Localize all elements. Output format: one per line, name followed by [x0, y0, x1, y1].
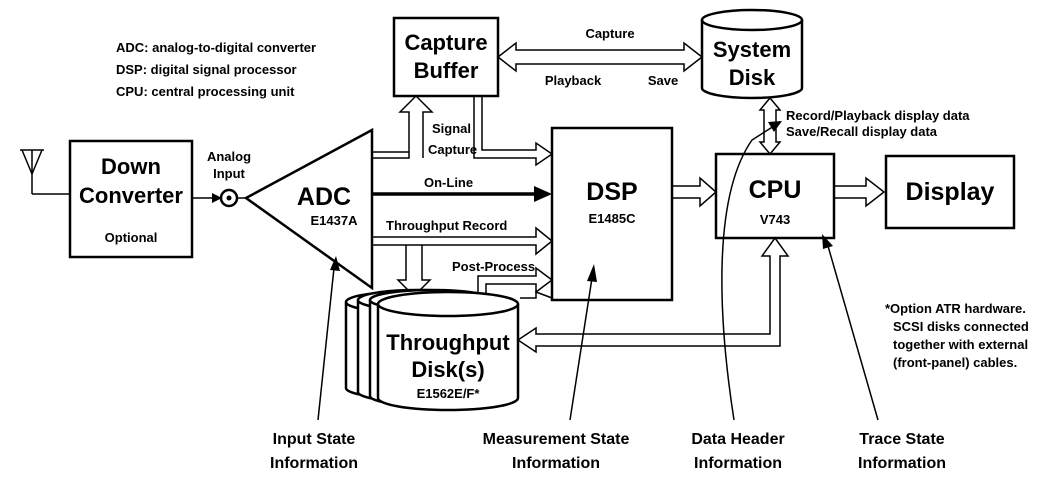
- dsp-title: DSP: [586, 178, 637, 206]
- display-title: Display: [906, 178, 995, 206]
- throughput-disk-label-1: Throughput: [386, 330, 510, 355]
- input-state-label-2: Information: [270, 455, 358, 472]
- signal-capture-label-2: Capture: [428, 142, 477, 157]
- throughput-record-arrow: [372, 226, 554, 256]
- analog-input-label-2: Input: [213, 166, 245, 181]
- capture-save-arrow: [496, 41, 704, 73]
- down-converter-block: Down Converter Optional: [68, 139, 194, 259]
- throughput-record-label: Throughput Record: [386, 218, 507, 233]
- analog-input-label-1: Analog: [207, 149, 251, 164]
- adc-to-disk-arrow: [396, 245, 432, 298]
- system-disk-label-1: System: [713, 37, 791, 62]
- down-converter-label-2: Converter: [79, 183, 183, 208]
- down-converter-label-1: Down: [101, 154, 161, 179]
- cpu-model: V743: [760, 212, 790, 227]
- note-line-2: SCSI disks connected: [893, 319, 1029, 334]
- adc-block: ADC E1437A: [243, 127, 374, 291]
- capture-label: Capture: [585, 26, 634, 41]
- save-recall-label: Save/Recall display data: [786, 124, 938, 139]
- trace-state-label-1: Trace State: [859, 431, 944, 448]
- playback-label: Playback: [545, 73, 602, 88]
- adc-title: ADC: [297, 183, 351, 211]
- throughput-disk-block: Throughput Disk(s) E1562E/F*: [344, 288, 520, 412]
- analog-input-connector: [219, 188, 239, 208]
- data-header-label-1: Data Header: [691, 431, 784, 448]
- state-pointers: [317, 121, 879, 421]
- disk-to-dsp-arrow: [520, 290, 553, 299]
- input-state-label-1: Input State: [273, 431, 356, 448]
- capture-buffer-block: Capture Buffer: [392, 16, 500, 98]
- signal-capture-arrow: [372, 94, 434, 159]
- dsp-to-cpu-arrow: [671, 176, 718, 208]
- adc-model: E1437A: [311, 213, 359, 228]
- note-line-4: (front-panel) cables.: [893, 355, 1017, 370]
- cpu-title: CPU: [749, 176, 802, 204]
- record-playback-label: Record/Playback display data: [786, 108, 970, 123]
- trace-state-label-2: Information: [858, 455, 946, 472]
- cpu-disk-arrow: [516, 236, 790, 354]
- legend-dsp: DSP: digital signal processor: [116, 62, 297, 77]
- online-label: On-Line: [424, 175, 473, 190]
- legend-adc: ADC: analog-to-digital converter: [116, 40, 316, 55]
- post-process-label: Post-Process: [452, 259, 535, 274]
- down-converter-optional: Optional: [105, 230, 158, 245]
- cpu-to-display-arrow: [833, 176, 886, 208]
- buffer-to-dsp-arrow: [473, 96, 554, 167]
- dsp-block: DSP E1485C: [550, 126, 674, 302]
- disk-cpu-arrow: [758, 96, 782, 156]
- signal-capture-label-1: Signal: [432, 121, 471, 136]
- display-block: Display: [884, 154, 1016, 230]
- measurement-state-label-2: Information: [512, 455, 600, 472]
- note-line-1: *Option ATR hardware.: [885, 301, 1026, 316]
- note-line-3: together with external: [893, 337, 1028, 352]
- system-disk-block: System Disk: [700, 8, 804, 100]
- throughput-disk-model: E1562E/F*: [417, 386, 481, 401]
- capture-buffer-label-1: Capture: [404, 30, 487, 55]
- measurement-state-label-1: Measurement State: [483, 431, 630, 448]
- cpu-block: CPU V743: [714, 152, 836, 240]
- post-process-arrow: [477, 266, 554, 302]
- antenna-icon: [20, 149, 70, 195]
- capture-buffer-label-2: Buffer: [414, 58, 479, 83]
- data-header-label-2: Information: [694, 455, 782, 472]
- legend-cpu: CPU: central processing unit: [116, 84, 295, 99]
- dsp-model: E1485C: [589, 211, 637, 226]
- save-label: Save: [648, 73, 678, 88]
- system-disk-label-2: Disk: [729, 65, 776, 90]
- online-arrow: [372, 186, 552, 202]
- throughput-disk-label-2: Disk(s): [411, 357, 484, 382]
